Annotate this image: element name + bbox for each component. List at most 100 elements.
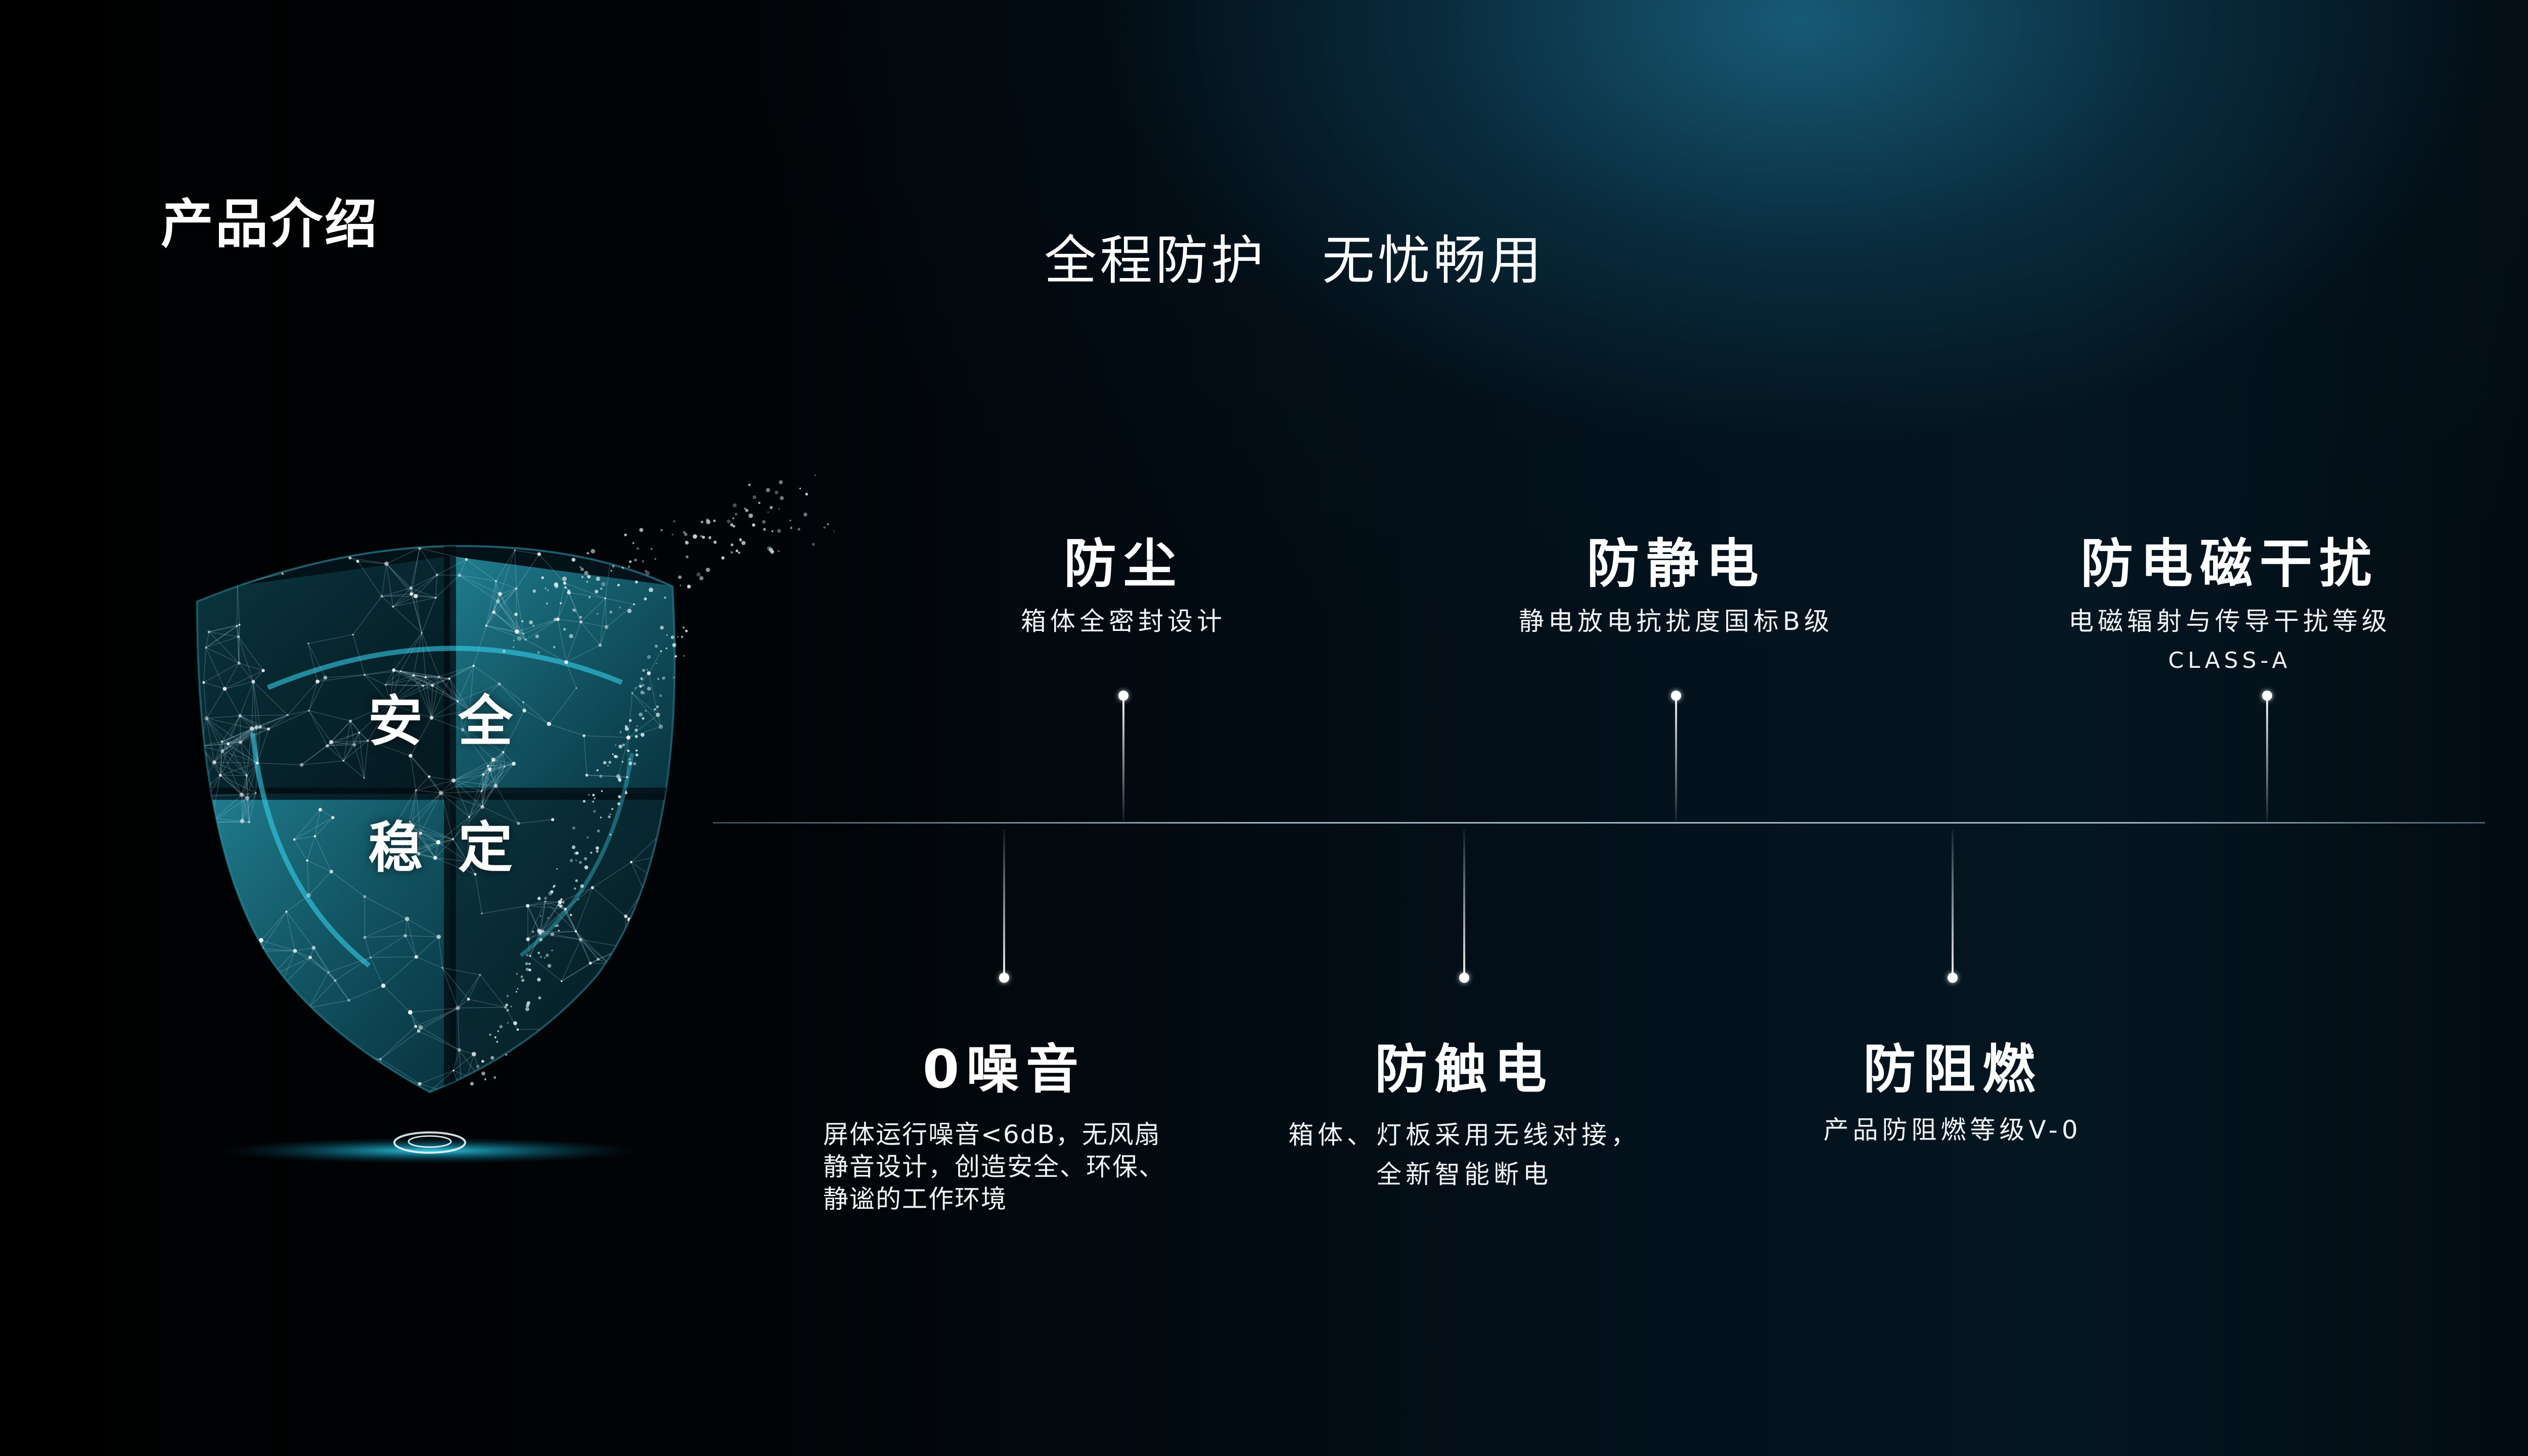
shield-net-line (453, 769, 490, 781)
shield-particle (498, 682, 501, 686)
shield-particle (467, 708, 472, 713)
shield-net-line (453, 765, 488, 781)
shield-particle (628, 719, 632, 722)
shield-net-line (214, 751, 223, 763)
shield-particle (656, 712, 660, 717)
shield-particle (651, 1083, 655, 1087)
shield-net-line (481, 774, 484, 792)
shield-particle (255, 792, 257, 794)
shield-particle (735, 550, 739, 553)
shield-particle (513, 640, 515, 642)
shield-net-line (314, 836, 332, 872)
shield-particle (592, 800, 594, 803)
shield-net-line (258, 986, 280, 989)
shield-net-line (412, 833, 421, 852)
shield-net-line (606, 604, 635, 627)
shield-net-line (199, 1061, 236, 1090)
shield-net-line (435, 575, 438, 598)
shield-net-line (462, 729, 504, 753)
shield-net-line (483, 765, 488, 775)
shield-net-line (277, 546, 283, 574)
shield-particle (307, 643, 309, 645)
shield-particle (575, 879, 578, 882)
shield-particle (626, 1072, 629, 1075)
shield-net-line (220, 775, 242, 795)
shield-net-line (350, 557, 387, 564)
shield-particle (514, 549, 516, 552)
shield-net-line (235, 1034, 237, 1061)
shield-particle (275, 546, 279, 549)
shield-particle (537, 978, 541, 982)
shield-particle (624, 946, 626, 948)
shield-particle (660, 650, 662, 652)
slide-title: 产品介绍 (161, 193, 380, 255)
shield-particle (452, 838, 455, 841)
shield-net-line (327, 745, 344, 761)
shield-particle (495, 580, 497, 582)
shield-net-line (493, 594, 501, 613)
shield-particle (604, 597, 607, 600)
shield-particle (537, 651, 540, 654)
shield-net-line (425, 677, 432, 718)
shield-particle (551, 818, 555, 822)
shield-net-line (647, 1024, 664, 1033)
shield-net-line (317, 674, 365, 682)
shield-icon (196, 474, 834, 1164)
shield-particle (582, 734, 586, 738)
shield-particle (238, 714, 242, 718)
shield-particle (693, 534, 697, 539)
shield-net-line (312, 1037, 346, 1052)
shield-net-line (629, 919, 638, 924)
shield-net-line (419, 548, 437, 575)
shield-net-line (201, 966, 206, 983)
shield-particle (572, 826, 575, 830)
shield-particle (596, 850, 599, 853)
shield-net-line (495, 763, 514, 787)
shield-particle (644, 597, 647, 601)
shield-particle (435, 573, 439, 576)
shield-particle (551, 949, 553, 951)
shield-net-line (392, 827, 413, 830)
shield-net-line (203, 662, 240, 683)
shield-particle (517, 988, 519, 990)
shield-net-line (386, 563, 394, 607)
shield-particle (505, 1004, 508, 1007)
shield-net-line (381, 596, 393, 607)
shield-net-line (652, 1042, 668, 1086)
feature-desc-dustproof: 箱体全密封设计 (1021, 607, 1226, 636)
shield-particle (633, 762, 637, 765)
shield-net-line (558, 619, 581, 623)
shield-net-line (393, 597, 436, 607)
shield-particle (659, 694, 662, 697)
shield-particle (453, 1069, 455, 1072)
shield-net-line (251, 681, 254, 729)
shield-particle (732, 517, 734, 520)
shield-net-line (205, 958, 227, 984)
shield-particle (596, 576, 600, 581)
shield-particle (458, 573, 462, 577)
shield-net-line (253, 681, 288, 715)
shield-particle (721, 556, 725, 560)
shield-particle (767, 511, 769, 513)
shield-particle (803, 513, 807, 517)
shield-net-line (486, 625, 517, 632)
shield-net-line (518, 819, 553, 824)
shield-particle (499, 1025, 503, 1029)
shield-particle (311, 1036, 315, 1039)
shield-net-line (389, 671, 401, 704)
shield-net-line (390, 676, 426, 704)
shield-particle (422, 1096, 425, 1099)
shield-particle (472, 664, 475, 667)
shield-net-line (483, 766, 505, 775)
shield-net-line (481, 785, 496, 792)
shield-particle (612, 753, 614, 755)
shield-net-line (432, 685, 458, 702)
shield-particle (666, 634, 668, 636)
shield-particle (347, 998, 350, 1002)
shield-net-line (438, 816, 470, 843)
shield-net-line (343, 744, 355, 761)
shield-net-line (309, 957, 336, 981)
shield-particle (227, 742, 230, 745)
shield-net-line (365, 935, 405, 938)
shield-particle (287, 714, 289, 716)
